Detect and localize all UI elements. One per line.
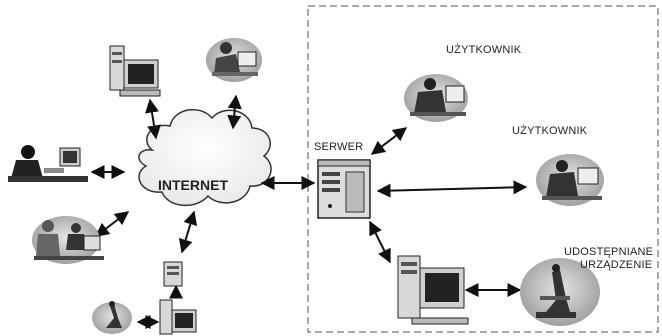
workstation-icon xyxy=(397,255,469,325)
arrow-server-user2 xyxy=(376,180,528,198)
shared-device-label-line1: UDOSTĘPNIANE xyxy=(564,246,654,258)
small-tower-icon xyxy=(163,261,183,287)
computer-icon xyxy=(109,45,161,97)
server-label: SERWER xyxy=(314,141,364,153)
people-at-computer-icon xyxy=(32,216,104,264)
arrow-internet-tower xyxy=(178,210,198,254)
internet-label: INTERNET xyxy=(158,177,228,193)
user-2-icon xyxy=(536,154,604,206)
user-2-label: UŻYTKOWNIK xyxy=(512,125,588,137)
microscope-icon xyxy=(520,258,600,326)
internet-cloud xyxy=(138,108,272,206)
arrow-people-internet xyxy=(94,211,130,237)
server-icon xyxy=(317,159,371,219)
small-computer-icon xyxy=(159,299,197,335)
shared-device-label-line2: URZĄDZENIE xyxy=(580,259,653,271)
arrow-server-user1 xyxy=(370,127,408,155)
local-network-boundary xyxy=(307,5,659,333)
arrow-user-internet xyxy=(227,94,242,130)
office-worker-icon xyxy=(206,38,262,82)
user-1-label: UŻYTKOWNIK xyxy=(446,44,522,56)
connection-arrows xyxy=(90,94,528,329)
arrow-computer-internet xyxy=(145,98,161,140)
small-microscope-icon xyxy=(92,301,132,334)
user-1-icon xyxy=(404,74,468,122)
woman-at-computer-icon xyxy=(8,145,88,182)
arrow-server-workstation xyxy=(369,220,391,264)
